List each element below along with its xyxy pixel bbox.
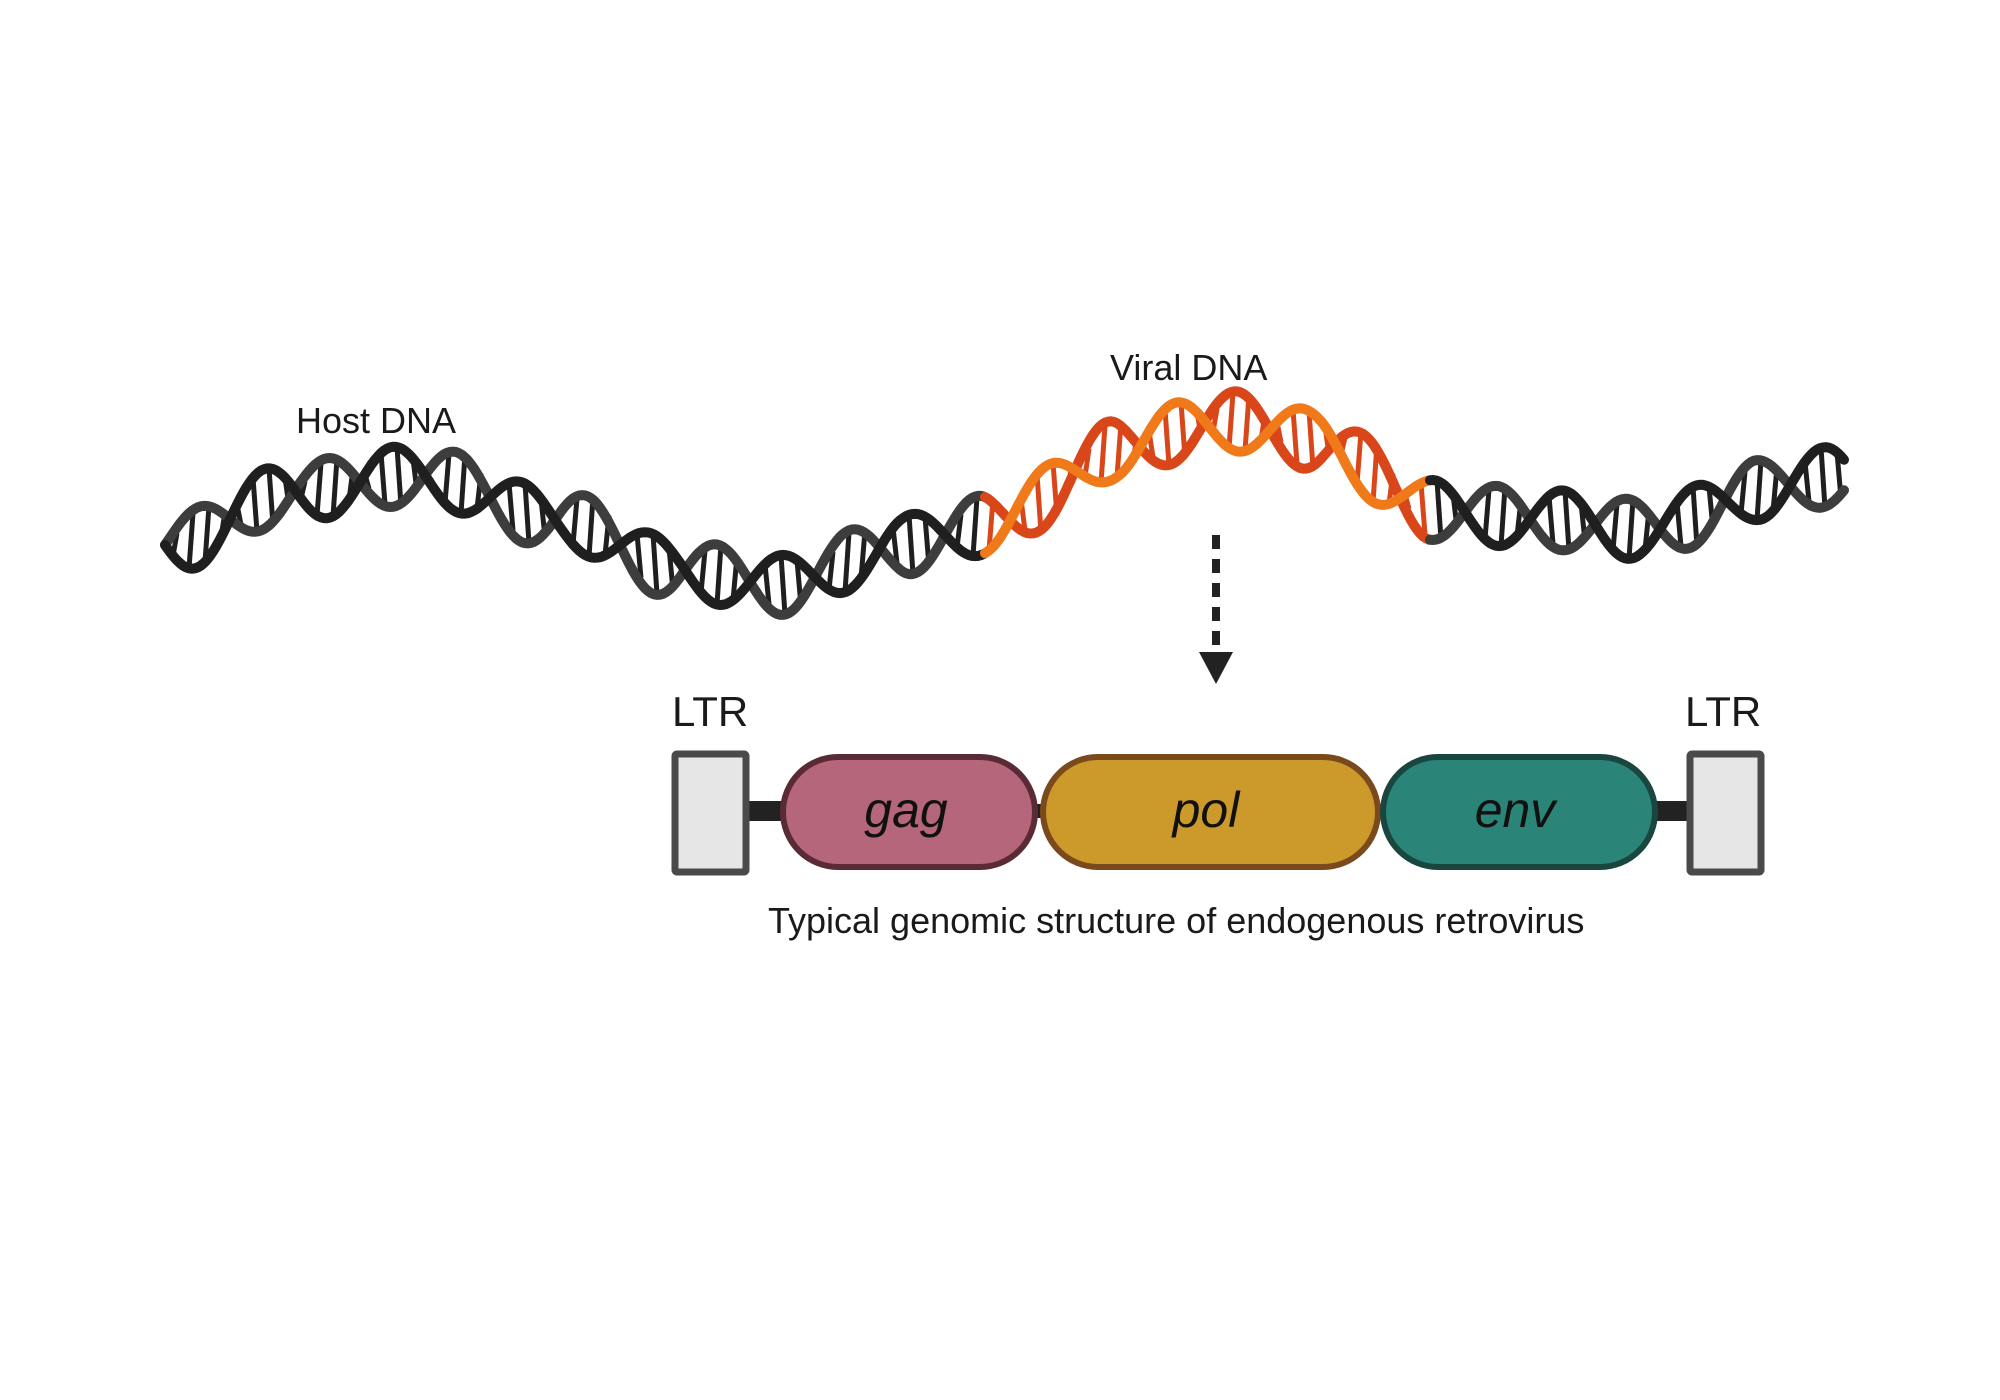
- dna-strand-front: [980, 397, 1434, 559]
- dna-strand-back: [160, 446, 989, 620]
- base-pair-rung: [330, 458, 340, 517]
- pol-label: pol: [1172, 782, 1240, 838]
- gag-label: gag: [864, 782, 948, 838]
- base-pair-rung: [826, 551, 836, 590]
- base-pair-rung: [442, 453, 452, 504]
- host-dna-label: Host DNA: [296, 400, 457, 441]
- diagram-caption: Typical genomic structure of endogenous …: [768, 900, 1585, 941]
- base-pair-rung: [1754, 459, 1764, 521]
- env-segment: [1380, 754, 1658, 870]
- base-pair-rung: [762, 564, 772, 605]
- env-label: env: [1474, 782, 1556, 838]
- genome-structure: [671, 750, 1765, 876]
- base-pair-rung: [906, 514, 916, 575]
- base-pair-rung: [314, 462, 324, 516]
- dna-strand-front: [1425, 442, 1849, 564]
- ltr-box-left: [671, 750, 750, 876]
- base-pair-rung: [586, 496, 596, 557]
- base-pair-rung: [378, 452, 388, 505]
- base-pair-rung: [394, 446, 404, 506]
- pol-segment: [1040, 754, 1381, 870]
- base-pair-rung: [1034, 474, 1044, 533]
- base-pair-rung: [1354, 431, 1364, 485]
- dashed-down-arrow: [1199, 535, 1233, 684]
- base-pair-rung: [1610, 503, 1620, 551]
- base-pair-rung: [186, 513, 196, 569]
- base-pair-rung: [634, 533, 644, 578]
- base-pair-rung: [250, 477, 260, 532]
- gag-segment: [780, 754, 1038, 870]
- base-pair-rung: [1418, 483, 1428, 535]
- dna-helix: [160, 386, 1849, 620]
- viral-dna-label: Viral DNA: [1110, 347, 1268, 388]
- base-pair-rung: [1306, 410, 1316, 469]
- base-pair-rung: [202, 505, 212, 563]
- ltr-box-right: [1686, 750, 1765, 876]
- base-pair-rung: [506, 482, 516, 531]
- base-pair-rung: [570, 498, 580, 545]
- base-pair-rung: [522, 483, 532, 544]
- base-pair-rung: [970, 497, 980, 557]
- base-pair-rung: [1690, 486, 1700, 547]
- base-pair-rung: [778, 554, 788, 616]
- base-pair-rung: [1434, 480, 1444, 540]
- base-pair-rung: [1482, 489, 1492, 540]
- base-pair-rung: [1162, 409, 1172, 466]
- base-pair-rung: [1562, 490, 1572, 551]
- base-pair-rung: [1226, 392, 1236, 449]
- base-pair-rung: [458, 454, 468, 514]
- ltr-right-label: LTR: [1685, 688, 1762, 735]
- base-pair-rung: [1498, 486, 1508, 547]
- base-pair-rung: [1738, 471, 1748, 515]
- base-pair-rung: [1626, 498, 1636, 560]
- dna-strand-front: [160, 441, 989, 611]
- dna-strand-back: [1425, 455, 1849, 556]
- base-pair-rung: [650, 533, 660, 595]
- base-pair-rung: [842, 532, 852, 593]
- base-pair-rung: [1098, 425, 1108, 483]
- base-pair-rung: [1546, 495, 1556, 545]
- base-pair-rung: [1818, 447, 1828, 508]
- base-pair-rung: [1290, 409, 1300, 464]
- base-pair-rung: [714, 544, 724, 605]
- ltr-left-label: LTR: [672, 688, 749, 735]
